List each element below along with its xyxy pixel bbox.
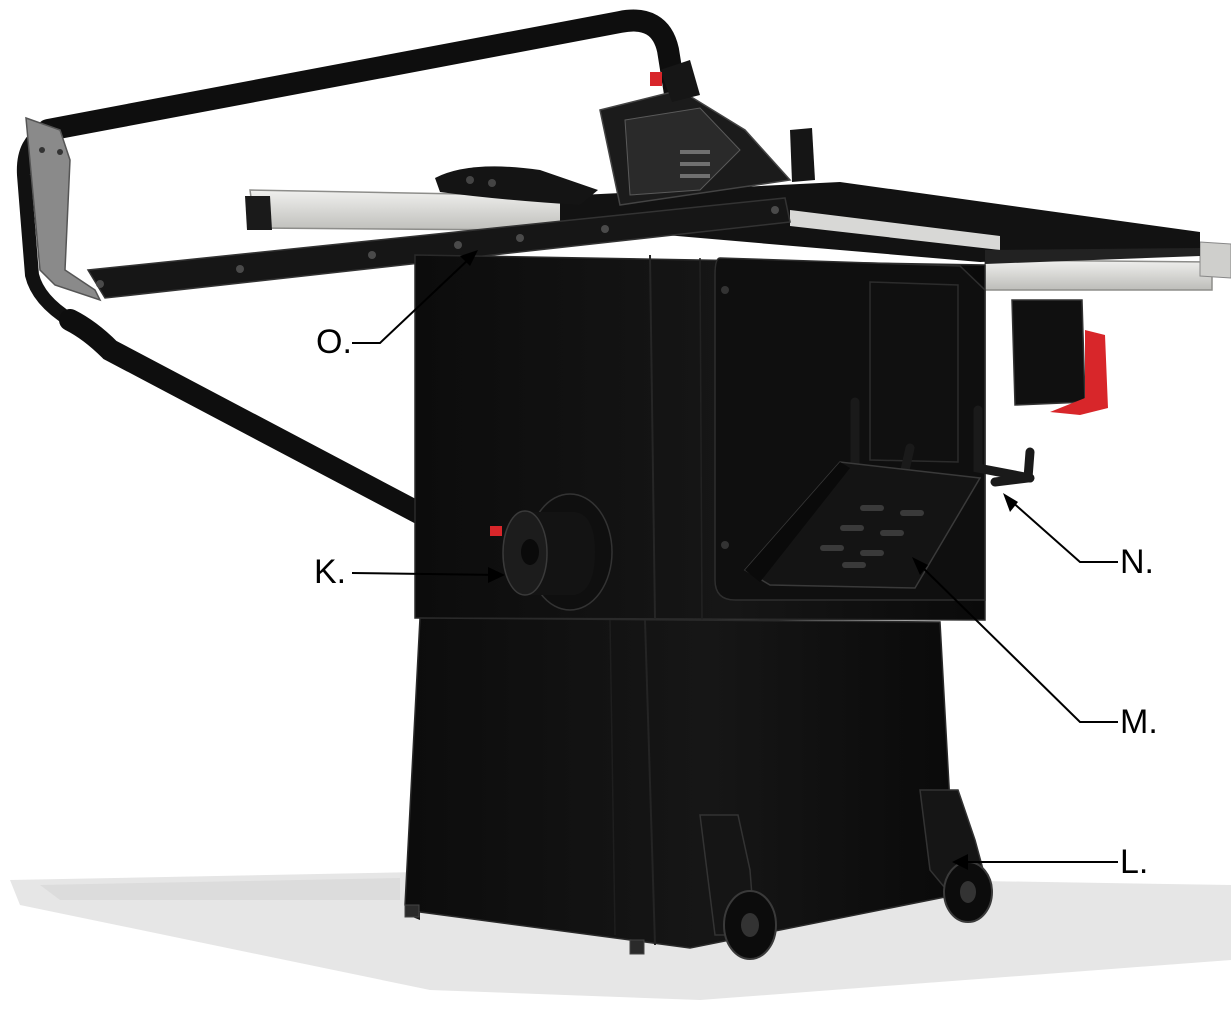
front-rail: [86, 197, 791, 299]
casters: [699, 789, 993, 960]
callout-label-o: O.: [316, 323, 352, 361]
dust-port: [490, 493, 613, 611]
power-switch-box: [1011, 299, 1108, 415]
callout-label-l: L.: [1120, 843, 1149, 881]
storage-tray: [743, 461, 982, 589]
callout-label-m: M.: [1120, 703, 1158, 741]
callout-label-n: N.: [1120, 543, 1154, 581]
leveling-feet: [404, 904, 645, 955]
callout-arrowheads: [460, 250, 1018, 870]
blade-guard-assembly: [435, 60, 815, 206]
callout-leaders: [351, 257, 1118, 863]
table-top: [560, 182, 1200, 264]
cabinet-lower: [404, 617, 956, 949]
callout-label-k: K.: [314, 553, 347, 591]
